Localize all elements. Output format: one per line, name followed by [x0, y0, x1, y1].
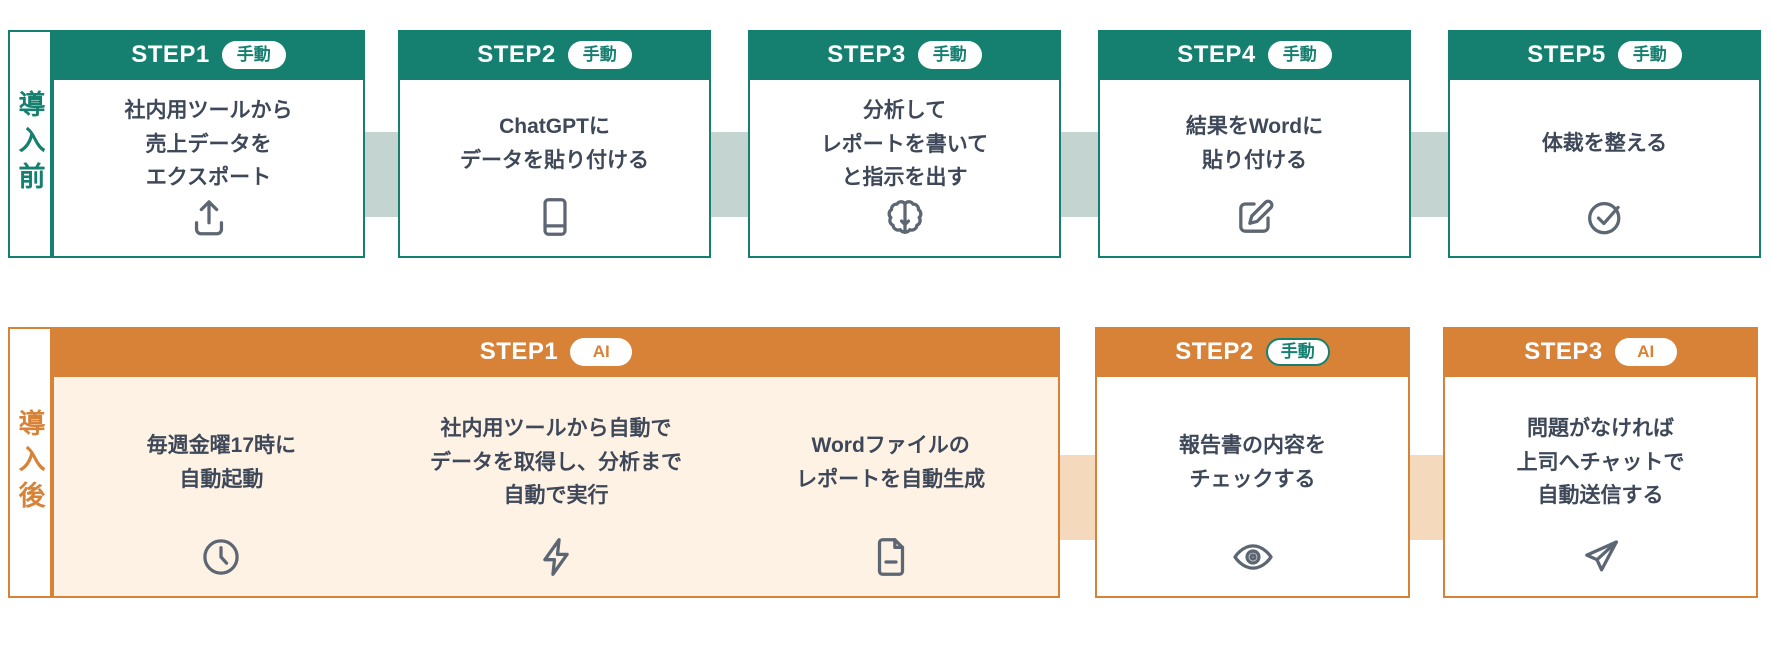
text-line: 体裁を整える: [1541, 132, 1668, 156]
step-description: ChatGPTに データを貼り付ける: [460, 94, 649, 194]
step-description: 問題がなければ 上司へチャットで 自動送信する: [1517, 391, 1685, 534]
connector: [1058, 455, 1097, 540]
text-line: 上司へチャットで: [1516, 450, 1685, 474]
step-description: 体裁を整える: [1542, 94, 1667, 194]
zap-icon: [533, 534, 579, 580]
check-circle-icon: [1582, 194, 1628, 240]
ai-badge: AI: [570, 338, 633, 366]
card-body: ChatGPTに データを貼り付ける: [400, 80, 709, 256]
text-line: レポートを書いて: [820, 132, 989, 156]
step-card-before-1: STEP1 手動 社内用ツールから 売上データを エクスポート: [52, 30, 365, 258]
card-body: 問題がなければ 上司へチャットで 自動送信する: [1445, 377, 1756, 596]
ai-subtask-1: 毎週金曜17時に 自動起動: [54, 377, 389, 596]
text-line: 売上データを: [145, 132, 272, 156]
step-card-before-3: STEP3 手動 分析して レポートを書いて と指示を出す: [748, 30, 1061, 258]
step-card-after-1: STEP1 AI 毎週金曜17時に 自動起動 社内用ツールから自動で データを取…: [52, 327, 1060, 598]
text-line: レポートを自動生成: [796, 467, 986, 491]
card-header: STEP3 AI: [1443, 327, 1758, 377]
step-label: STEP3: [827, 41, 906, 68]
ai-subtask-3: Wordファイルの レポートを自動生成: [723, 377, 1058, 596]
ai-badge: AI: [1614, 338, 1677, 366]
step-label: STEP4: [1177, 41, 1256, 68]
step-label: STEP3: [1524, 338, 1603, 365]
connector: [363, 132, 400, 217]
row-label-after: 導入後: [8, 327, 52, 598]
step-description: 分析して レポートを書いて と指示を出す: [821, 94, 988, 195]
step-label: STEP5: [1527, 41, 1606, 68]
clock-icon: [198, 534, 244, 580]
card-header: STEP2 手動: [398, 30, 711, 80]
connector: [1408, 455, 1445, 540]
text-line: 社内用ツールから: [124, 99, 293, 122]
step-label: STEP2: [477, 41, 556, 68]
text-line: 問題がなければ: [1526, 417, 1674, 441]
card-header: STEP1 手動: [52, 30, 365, 80]
card-header: STEP1 AI: [52, 327, 1060, 377]
connector: [1059, 132, 1100, 217]
text-line: データを貼り付ける: [460, 149, 649, 172]
step-description: 社内用ツールから自動で データを取得し、分析まで 自動で実行: [430, 391, 682, 534]
send-icon: [1578, 534, 1624, 580]
manual-badge: 手動: [917, 41, 982, 69]
text-line: 貼り付ける: [1202, 149, 1307, 172]
text-line: エクスポート: [145, 166, 272, 190]
step-card-after-3: STEP3 AI 問題がなければ 上司へチャットで 自動送信する: [1443, 327, 1758, 598]
text-line: データを取得し、分析まで: [430, 450, 682, 474]
step-description: 報告書の内容を チェックする: [1179, 391, 1326, 534]
manual-badge: 手動: [1265, 338, 1330, 366]
manual-badge: 手動: [567, 41, 632, 69]
connector: [709, 132, 750, 217]
manual-badge: 手動: [221, 41, 286, 69]
step-label: STEP2: [1175, 338, 1254, 365]
text-line: 分析して: [862, 99, 947, 122]
text-line: 結果をWordに: [1185, 115, 1324, 139]
card-body: 社内用ツールから 売上データを エクスポート: [54, 80, 363, 257]
text-line: と指示を出す: [841, 166, 968, 190]
manual-badge: 手動: [1267, 41, 1332, 69]
card-body: 結果をWordに 貼り付ける: [1100, 80, 1409, 256]
text-line: ChatGPTに: [499, 115, 610, 139]
text-line: 報告書の内容を: [1179, 433, 1326, 457]
card-header: STEP2 手動: [1095, 327, 1410, 377]
step-card-before-5: STEP5 手動 体裁を整える: [1448, 30, 1761, 258]
step-description: 毎週金曜17時に 自動起動: [147, 391, 296, 534]
file-text-icon: [868, 534, 914, 580]
step-card-before-2: STEP2 手動 ChatGPTに データを貼り付ける: [398, 30, 711, 258]
text-line: 自動起動: [179, 467, 264, 491]
step-card-before-4: STEP4 手動 結果をWordに 貼り付ける: [1098, 30, 1411, 258]
upload-icon: [186, 195, 232, 241]
step-description: Wordファイルの レポートを自動生成: [796, 391, 985, 534]
brain-icon: [882, 195, 928, 241]
text-line: チェックする: [1189, 467, 1316, 491]
card-body: 毎週金曜17時に 自動起動 社内用ツールから自動で データを取得し、分析まで 自…: [54, 377, 1058, 596]
card-body: 分析して レポートを書いて と指示を出す: [750, 80, 1059, 257]
eye-icon: [1230, 534, 1276, 580]
step-card-after-2: STEP2 手動 報告書の内容を チェックする: [1095, 327, 1410, 598]
step-label: STEP1: [131, 41, 210, 68]
ai-subtask-2: 社内用ツールから自動で データを取得し、分析まで 自動で実行: [389, 377, 724, 596]
step-label: STEP1: [479, 338, 559, 365]
book-icon: [532, 194, 578, 240]
step-description: 結果をWordに 貼り付ける: [1186, 94, 1323, 194]
text-line: 自動送信する: [1537, 484, 1664, 508]
step-description: 社内用ツールから 売上データを エクスポート: [125, 94, 293, 195]
text-line: 社内用ツールから自動で: [440, 417, 672, 441]
text-line: 毎週金曜17時に: [146, 433, 297, 457]
text-line: Wordファイルの: [811, 433, 970, 457]
edit-icon: [1232, 194, 1278, 240]
card-header: STEP5 手動: [1448, 30, 1761, 80]
manual-badge: 手動: [1617, 41, 1682, 69]
card-header: STEP4 手動: [1098, 30, 1411, 80]
card-header: STEP3 手動: [748, 30, 1061, 80]
row-label-before: 導入前: [8, 30, 52, 258]
card-body: 報告書の内容を チェックする: [1097, 377, 1408, 596]
connector: [1409, 132, 1450, 217]
text-line: 自動で実行: [503, 484, 609, 508]
card-body: 体裁を整える: [1450, 80, 1759, 256]
